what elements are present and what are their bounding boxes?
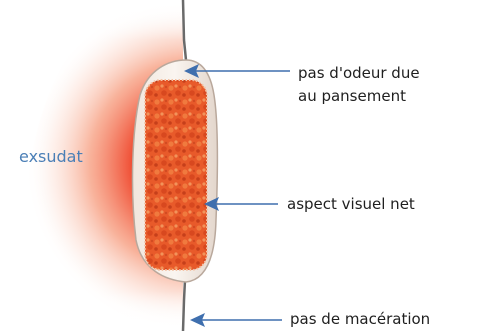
label-maceration: pas de macération (290, 309, 430, 330)
label-exsudat: exsudat (19, 146, 83, 167)
absorbent-core (145, 80, 207, 270)
label-odeur-line2: au pansement (298, 86, 406, 107)
arrow-maceration (190, 313, 282, 327)
label-aspect: aspect visuel net (287, 194, 415, 215)
label-odeur-line1: pas d'odeur due (298, 63, 420, 84)
arrow-aspect (204, 197, 278, 211)
